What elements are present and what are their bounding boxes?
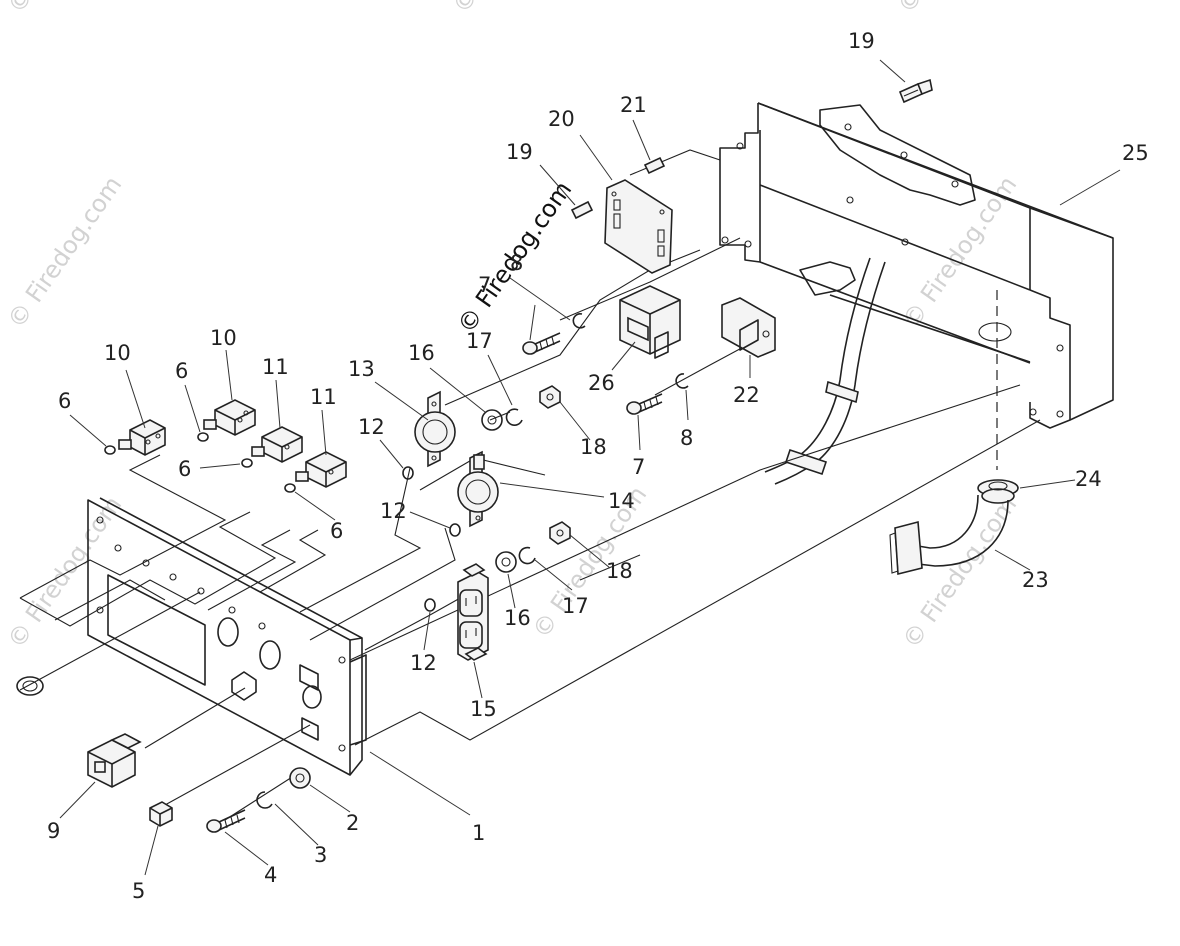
callout-19: 19 <box>848 29 875 53</box>
callout-12: 12 <box>410 651 437 675</box>
callout-10: 10 <box>210 326 237 350</box>
part-1-front-panel <box>87 497 367 776</box>
callout-5: 5 <box>132 879 145 903</box>
callout-2: 2 <box>346 811 359 835</box>
callout-6: 6 <box>178 457 191 481</box>
part-23-harness <box>889 494 1009 576</box>
callout-leaders <box>59 59 1121 876</box>
callout-6: 6 <box>58 389 71 413</box>
callout-13: 13 <box>348 357 375 381</box>
part-15-duplex-receptacle <box>457 563 489 661</box>
part-8-washer-lower <box>675 373 689 389</box>
part-7-screw-upper <box>522 332 561 355</box>
callout-16: 16 <box>504 606 531 630</box>
part-14-receptacle <box>457 450 499 528</box>
part-12-rings <box>402 466 461 612</box>
callout-11: 11 <box>262 355 289 379</box>
callout-17: 17 <box>562 594 589 618</box>
callout-6: 6 <box>175 359 188 383</box>
part-16-17-18-upper <box>481 385 561 431</box>
part-10-breaker-left <box>118 419 166 456</box>
callout-18: 18 <box>580 435 607 459</box>
callout-7: 7 <box>632 455 645 479</box>
part-19-screw-upper <box>898 78 933 104</box>
part-9-rocker-switch <box>87 733 142 788</box>
callout-16: 16 <box>408 341 435 365</box>
callout-4: 4 <box>264 863 277 887</box>
wire-harness <box>764 257 886 485</box>
callout-18: 18 <box>606 559 633 583</box>
part-22-bracket <box>721 297 776 358</box>
callout-8: 8 <box>510 251 523 275</box>
part-3-lockwasher <box>256 791 273 809</box>
part-6-rings <box>104 432 296 493</box>
assembly-lines <box>19 149 776 821</box>
callout-10: 10 <box>104 341 131 365</box>
watermark-text: © Firedog.com <box>447 0 572 18</box>
part-13-receptacle <box>414 390 456 468</box>
callout-20: 20 <box>548 107 575 131</box>
callout-24: 24 <box>1075 467 1102 491</box>
callout-9: 9 <box>47 819 60 843</box>
callout-19: 19 <box>506 140 533 164</box>
callout-7: 7 <box>478 273 491 297</box>
callout-8: 8 <box>680 426 693 450</box>
part-4-screw <box>206 809 246 833</box>
part-11-breaker-left <box>251 426 303 463</box>
watermark-text: © Firedog.com <box>897 491 1022 653</box>
part-20-circuit-board <box>604 179 673 274</box>
watermark-text: © Firedog.com <box>2 171 127 333</box>
part-25-housing <box>719 102 1114 470</box>
callout-25: 25 <box>1122 141 1149 165</box>
part-26-relay <box>619 285 681 359</box>
part-24-grommet <box>977 479 1019 504</box>
callout-22: 22 <box>733 383 760 407</box>
part-19-screw-board <box>570 200 594 220</box>
part-21-standoff <box>643 156 666 175</box>
callout-1: 1 <box>472 821 485 845</box>
watermark-layer: © Firedog.com © Firedog.com © Firedog.co… <box>2 0 1022 653</box>
part-5-pushbutton <box>149 801 173 827</box>
callout-12: 12 <box>358 415 385 439</box>
part-8-washer-upper <box>572 313 586 329</box>
callout-11: 11 <box>310 385 337 409</box>
part-6-ring-left <box>16 676 44 696</box>
callout-23: 23 <box>1022 568 1049 592</box>
callout-17: 17 <box>466 329 493 353</box>
callout-3: 3 <box>314 843 327 867</box>
callout-12: 12 <box>380 499 407 523</box>
callout-26: 26 <box>588 371 615 395</box>
part-10-breaker-right <box>203 399 256 436</box>
part-7-screw-lower <box>626 393 663 415</box>
callout-15: 15 <box>470 697 497 721</box>
watermark-text: © Firedog.com <box>892 0 1017 18</box>
watermark-text: © Firedog.com <box>2 0 127 18</box>
part-2-washer <box>289 767 311 789</box>
callout-labels: 19 20 21 19 25 8 7 26 22 7 8 10 10 11 11… <box>47 29 1149 903</box>
callout-21: 21 <box>620 93 647 117</box>
callout-6: 6 <box>330 519 343 543</box>
part-11-breaker-right <box>295 451 347 488</box>
callout-14: 14 <box>608 489 635 513</box>
part-16-17-18-lower <box>495 521 571 573</box>
